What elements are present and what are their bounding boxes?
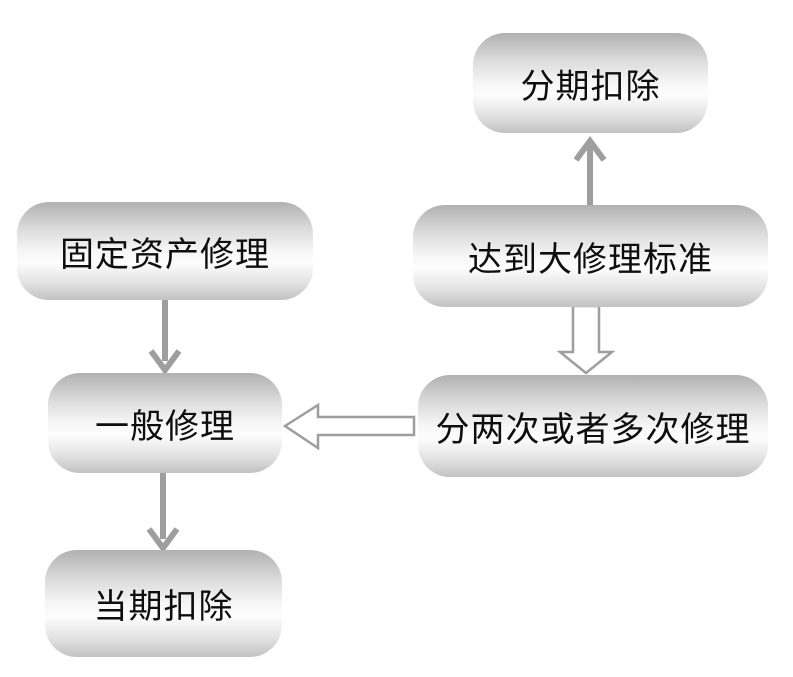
node-installment-deduction: 分期扣除 [473,33,708,133]
node-label: 一般修理 [95,406,235,447]
node-label: 分期扣除 [520,66,661,107]
node-current-period-deduction: 当期扣除 [45,550,282,657]
node-label: 当期扣除 [93,587,234,627]
node-label: 达到大修理标准 [468,239,713,280]
arrow-major-standard-to-installment-icon [573,135,607,205]
arrow-major-standard-to-multi-icon [556,304,616,375]
arrow-general-to-current-icon [146,473,180,554]
arrow-fixed-asset-to-general-icon [148,300,182,376]
arrow-multi-to-general-icon [282,402,416,451]
node-two-or-more-repairs: 分两次或者多次修理 [418,375,768,477]
node-general-repair: 一般修理 [48,373,282,473]
node-label: 固定资产修理 [60,234,270,275]
node-label: 分两次或者多次修理 [435,409,751,450]
node-fixed-asset-repair: 固定资产修理 [17,202,313,300]
node-reach-major-repair-standard: 达到大修理标准 [413,205,768,307]
